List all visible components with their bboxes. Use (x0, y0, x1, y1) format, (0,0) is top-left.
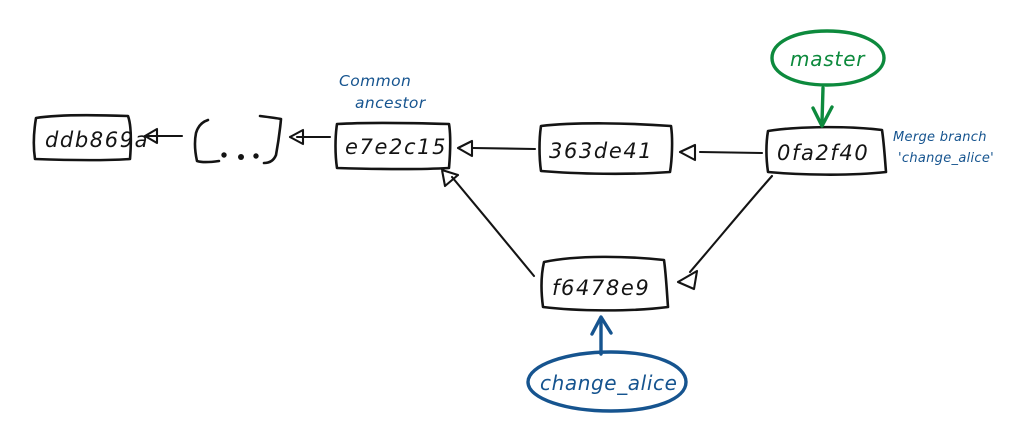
master-label-text: master (790, 47, 866, 71)
edge-e7e2c15-to-ellipsis (288, 128, 332, 146)
branch-label-change-alice[interactable]: change_alice (526, 315, 688, 413)
ellipsis-dot-2 (238, 154, 244, 160)
edge-363de41-to-e7e2c15 (456, 139, 537, 158)
common-ancestor-line-2: ancestor (355, 94, 427, 112)
ellipsis-dot-3 (253, 153, 259, 159)
master-arrow-shaft (820, 86, 825, 124)
change-alice-arrow-head (590, 315, 613, 336)
annotation-merge-message: Merge branch 'change_alice' (893, 130, 994, 166)
annotation-common-ancestor: Common ancestor (339, 72, 427, 112)
commit-hash-label: f6478e9 (552, 276, 650, 300)
branch-label-master[interactable]: master (770, 29, 886, 128)
commit-box-outline (538, 122, 674, 176)
merge-message-line-2: 'change_alice' (898, 151, 994, 166)
edge-0fa2f40-to-363de41 (678, 143, 764, 162)
ellipsis-bracket-right (258, 114, 283, 165)
edge-ellipsis-to-ddb869a (143, 127, 184, 145)
change-alice-label-text: change_alice (540, 371, 677, 395)
master-ellipse (770, 29, 886, 87)
ellipsis-bracket-left (193, 118, 221, 164)
commit-box-outline (540, 255, 670, 312)
commit-node-363de41[interactable]: 363de41 (538, 122, 674, 176)
merge-message-line-1: Merge branch (893, 130, 987, 145)
commit-box-outline (32, 113, 133, 162)
edge-0fa2f40-to-f6478e9 (676, 174, 774, 291)
commit-node-ddb869a[interactable]: ddb869a (32, 113, 149, 162)
edge-f6478e9-to-e7e2c15 (440, 168, 536, 278)
ellipsis-dot-1 (221, 152, 227, 158)
change-alice-ellipse (526, 350, 688, 413)
commit-hash-label: ddb869a (45, 128, 149, 152)
commit-hash-label: 363de41 (549, 139, 653, 163)
commit-node-f6478e9[interactable]: f6478e9 (540, 255, 670, 312)
commit-box-outline (765, 125, 888, 176)
commit-hash-label: 0fa2f40 (777, 141, 869, 165)
commit-hash-label: e7e2c15 (345, 135, 447, 159)
commit-box-outline (334, 121, 452, 171)
master-arrow-head (811, 105, 834, 128)
commit-node-ellipsis[interactable] (193, 114, 283, 165)
common-ancestor-line-1: Common (339, 72, 411, 90)
commit-node-e7e2c15[interactable]: e7e2c15 (334, 121, 452, 171)
commit-node-0fa2f40[interactable]: 0fa2f40 (765, 125, 888, 176)
